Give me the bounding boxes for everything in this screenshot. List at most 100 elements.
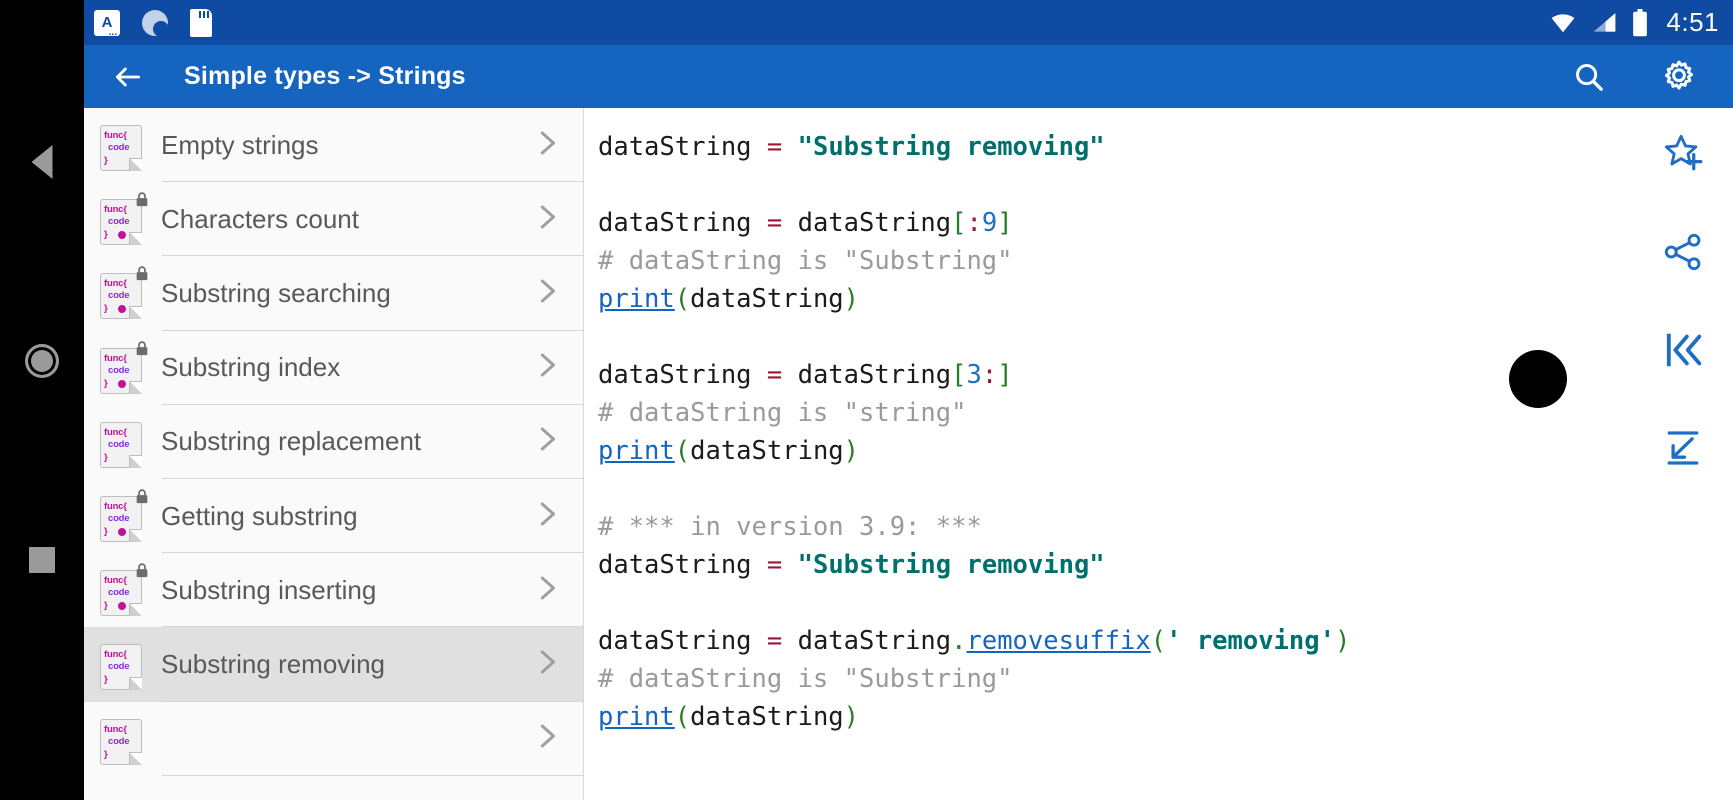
code-token[interactable]: print <box>598 436 675 466</box>
list-item[interactable]: func{code} Characters count <box>84 182 583 257</box>
code-icon-line2: code <box>108 735 130 747</box>
list-item[interactable]: func{code}Substring inserting <box>84 553 583 628</box>
code-icon-line2: code <box>108 587 130 599</box>
code-doc-icon: func{code} <box>100 570 142 617</box>
code-token: ] <box>997 360 1013 390</box>
nav-home-button[interactable] <box>25 344 59 378</box>
code-icon-line3: } <box>104 674 108 686</box>
code-line: dataString = "Substring removing" <box>598 546 1733 584</box>
code-snippet-icon: func{code} <box>98 192 148 246</box>
page-title: Simple types -> Strings <box>184 62 466 90</box>
code-block: dataString = "Substring removing"dataStr… <box>598 128 1733 736</box>
code-token: 3 <box>966 360 982 390</box>
code-token: ( <box>674 702 691 732</box>
wifi-icon <box>1552 13 1575 32</box>
code-line <box>598 318 1733 356</box>
code-token: . <box>951 626 967 656</box>
back-button[interactable] <box>108 57 148 97</box>
battery-icon <box>1633 8 1648 36</box>
code-line <box>598 470 1733 508</box>
code-icon-line2: code <box>108 290 130 302</box>
list-item[interactable]: func{code}Substring removing <box>84 627 583 702</box>
list-item[interactable]: func{code}Substring searching <box>84 256 583 331</box>
app-bar-actions <box>1569 57 1713 97</box>
code-icon-line2: code <box>108 142 130 154</box>
code-doc-icon: func{code} <box>100 199 142 246</box>
collapse-button[interactable] <box>1657 422 1709 474</box>
chevron-right-icon <box>531 717 583 760</box>
status-bar-notification-icons: A <box>94 8 212 38</box>
share-button[interactable] <box>1657 226 1709 278</box>
code-line: # *** in version 3.9: *** <box>598 508 1733 546</box>
search-icon <box>1576 63 1603 91</box>
home-circle-icon <box>25 344 59 378</box>
code-doc-icon: func{code} <box>100 496 142 543</box>
code-token: = <box>766 550 783 580</box>
code-token[interactable]: print <box>598 284 675 314</box>
code-line: print(dataString) <box>598 280 1733 318</box>
list-item[interactable]: func{code}Getting substring <box>84 478 583 554</box>
status-bar: A 4:51 <box>84 0 1733 45</box>
share-icon <box>1664 233 1701 271</box>
code-token: dataString <box>690 436 844 466</box>
list-item[interactable]: func{code}Substring index <box>84 330 583 405</box>
code-token[interactable]: print <box>598 702 675 732</box>
code-icon-line3: } <box>104 229 108 241</box>
app-bar: Simple types -> Strings <box>84 45 1733 108</box>
list-item[interactable]: func{code}Substring replacement <box>84 404 583 479</box>
code-icon-line2: code <box>108 513 130 525</box>
lock-icon <box>136 563 148 578</box>
code-icon-line1: func{ <box>104 649 127 661</box>
code-token: ] <box>997 208 1013 238</box>
code-token: ( <box>1150 626 1167 656</box>
status-bar-clock: 4:51 <box>1666 7 1719 37</box>
code-token: dataString <box>782 626 952 656</box>
list-item[interactable]: func{code} <box>84 701 583 776</box>
nav-recents-button[interactable] <box>29 547 55 573</box>
premium-dot-icon <box>118 379 126 388</box>
code-snippet-icon: func{code} <box>98 713 148 765</box>
list-separator <box>162 255 583 257</box>
code-icon-line3: } <box>104 451 108 463</box>
chevron-right-icon <box>531 420 583 463</box>
code-token[interactable]: removesuffix <box>966 626 1151 656</box>
code-icon-line3: } <box>104 377 108 389</box>
code-line <box>598 584 1733 622</box>
code-token: [ <box>951 208 967 238</box>
list-separator <box>162 403 583 405</box>
list-item[interactable]: func{code}Empty strings <box>84 108 583 183</box>
list-item-label: Substring index <box>161 352 341 383</box>
android-navigation-bar <box>0 0 84 800</box>
code-view[interactable]: dataString = "Substring removing"dataStr… <box>584 108 1733 800</box>
list-separator <box>162 700 583 702</box>
code-line <box>598 166 1733 204</box>
settings-button[interactable] <box>1659 57 1699 97</box>
code-token: dataString <box>598 550 767 580</box>
list-item-label: Substring searching <box>161 277 391 308</box>
code-token: dataString <box>598 626 767 656</box>
code-icon-line3: } <box>104 600 108 612</box>
code-snippet-icon: func{code} <box>98 489 148 543</box>
code-icon-line3: } <box>104 303 108 315</box>
list-item-label: Characters count <box>161 203 359 234</box>
code-icon-line1: func{ <box>104 723 127 735</box>
signal-icon <box>1594 12 1616 32</box>
code-snippet-icon: func{code} <box>98 638 148 691</box>
list-separator <box>162 181 583 183</box>
code-token: dataString <box>782 360 952 390</box>
nav-back-button[interactable] <box>31 145 53 179</box>
code-token: ' removing' <box>1166 626 1335 656</box>
code-token: = <box>766 208 783 238</box>
chevron-right-icon <box>531 272 583 315</box>
search-button[interactable] <box>1569 57 1609 97</box>
code-token: dataString <box>598 132 767 162</box>
code-line: # dataString is "Substring" <box>598 242 1733 280</box>
skip-to-start-button[interactable] <box>1657 324 1709 376</box>
code-line: dataString = "Substring removing" <box>598 128 1733 166</box>
list-separator <box>162 329 583 331</box>
lock-icon <box>136 266 148 281</box>
code-snippet-icon: func{code} <box>98 563 148 617</box>
add-to-favorites-button[interactable] <box>1657 128 1709 180</box>
